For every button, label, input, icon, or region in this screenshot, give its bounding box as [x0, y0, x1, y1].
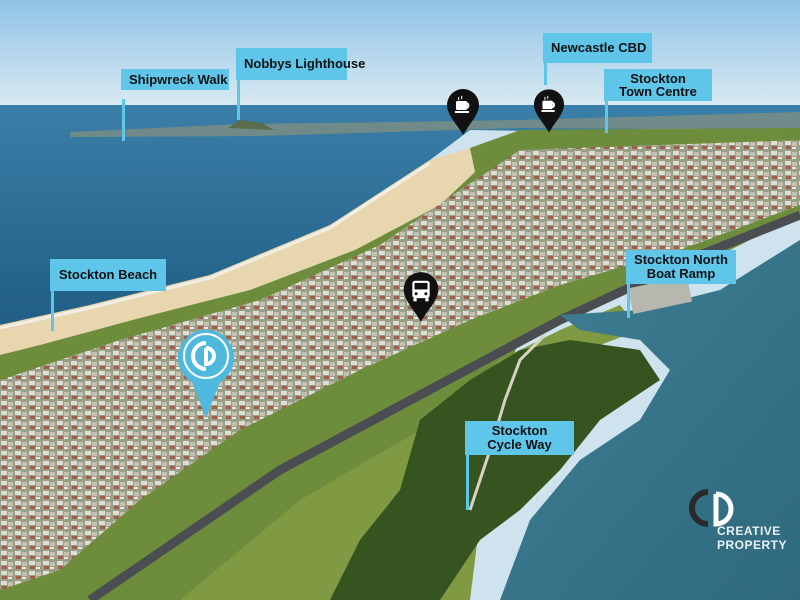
label-nobbys-lighthouse: Nobbys Lighthouse [236, 48, 365, 80]
newcastle-cbd-pointer [544, 63, 547, 85]
stockton-cycle-way-pointer [466, 455, 469, 510]
bus-icon [403, 272, 439, 322]
suburb [0, 140, 800, 590]
stockton-town-centre-pointer [605, 101, 608, 133]
label-shipwreck-walk: Shipwreck Walk [121, 69, 229, 90]
property-location-pin [178, 329, 234, 418]
stockton-beach-pointer [51, 291, 54, 331]
label-stockton-north-boat-ramp: Stockton North Boat Ramp [626, 250, 736, 284]
shipwreck-walk-pointer [122, 99, 125, 141]
label-stockton-town-centre: Stockton Town Centre [604, 69, 712, 101]
coffee-cup-icon [447, 89, 479, 135]
stockton-north-boat-ramp-pointer [627, 284, 630, 318]
label-newcastle-cbd: Newcastle CBD [543, 33, 652, 63]
label-stockton-cycle-way: Stockton Cycle Way [465, 421, 574, 455]
beach [0, 148, 475, 355]
nobbys-lighthouse-pointer [237, 80, 240, 120]
ocean [0, 105, 800, 325]
coffee-cup-icon [533, 89, 565, 133]
creative-property-logo [689, 489, 734, 527]
label-stockton-beach: Stockton Beach [50, 259, 166, 291]
creative-property-wordmark: CREATIVE PROPERTY [717, 524, 788, 552]
main-road [87, 210, 800, 600]
tree-line [330, 340, 660, 600]
hunter-river [500, 240, 800, 600]
